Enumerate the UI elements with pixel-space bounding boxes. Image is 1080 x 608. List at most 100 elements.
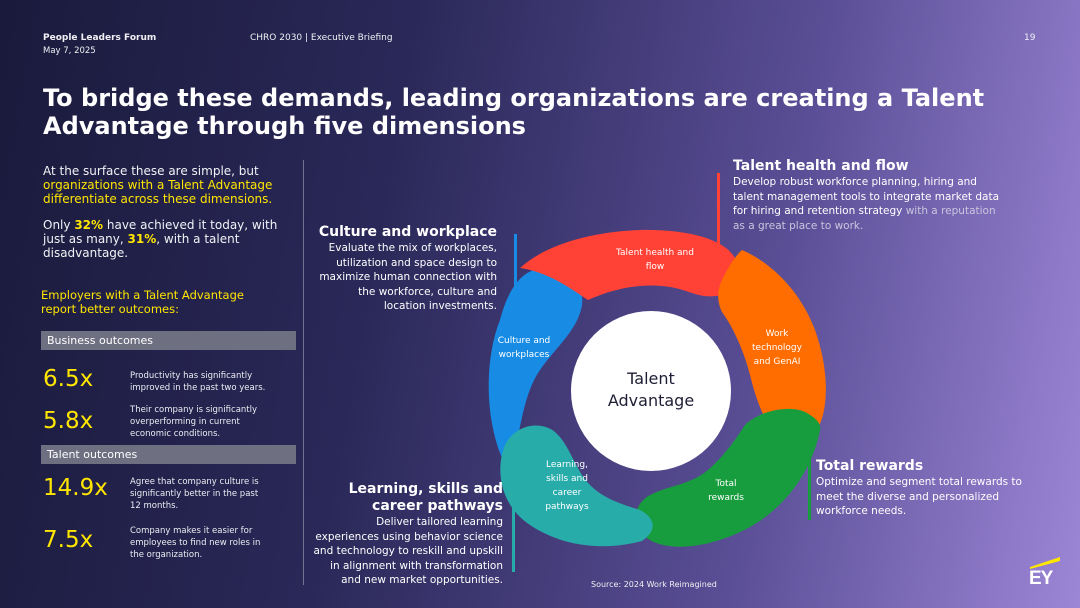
- rewards-callout-title: Total rewards: [816, 458, 924, 474]
- health-callout-line: [717, 173, 720, 265]
- ey-logo-text: EY: [1029, 568, 1053, 589]
- callout-line: and new market opportunities.: [341, 574, 503, 586]
- callout-line: experiences using behavior science: [315, 530, 503, 543]
- segment-label-rewards: Total rewards: [694, 477, 758, 505]
- intro-disadvantage: , with a talent: [156, 232, 240, 246]
- segment-label-health: Talent health and flow: [600, 246, 710, 274]
- segment-label-learning: Learning, skills and career pathways: [532, 458, 602, 514]
- employers-line: report better outcomes:: [41, 302, 179, 316]
- stat-desc-line: Productivity has significantly: [130, 371, 253, 381]
- learning-callout: Learning, skills and career pathways Del…: [300, 481, 503, 588]
- stat-description: Company makes it easier for employees to…: [130, 525, 275, 561]
- learning-callout-title: Learning, skills and: [348, 481, 503, 497]
- segment-label-line: Talent health and: [616, 248, 694, 258]
- rewards-callout: Total rewards Optimize and segment total…: [816, 458, 1036, 519]
- callout-line: meet the diverse and personalized: [816, 490, 1000, 503]
- stat-desc-line: Their company is significantly: [130, 405, 258, 415]
- intro-achieved: have achieved it today, with: [103, 218, 278, 232]
- callout-line: the workforce, culture and: [358, 285, 497, 298]
- stat-desc-line: the organization.: [130, 550, 203, 560]
- segment-label-line: Total: [715, 479, 737, 489]
- segment-label-line: and GenAI: [753, 357, 801, 367]
- employers-heading: Employers with a Talent Advantage report…: [41, 288, 301, 316]
- culture-callout: Culture and workplace Evaluate the mix o…: [300, 224, 497, 314]
- culture-callout-line: [514, 234, 517, 298]
- callout-line: workforce needs.: [816, 505, 907, 517]
- center-label-line: Advantage: [607, 391, 695, 410]
- culture-segment: [488, 267, 583, 464]
- slide-title-line2: Advantage through five dimensions: [43, 112, 526, 140]
- stat-desc-line: improved in the past two years.: [130, 383, 266, 393]
- segment-label-line: Work: [765, 329, 789, 339]
- callout-line: Evaluate the mix of workplaces,: [328, 242, 497, 254]
- callout-line: utilization and space design to: [336, 256, 497, 269]
- intro-stats: Only 32% have achieved it today, with ju…: [43, 218, 298, 260]
- callout-line: with a reputation: [902, 205, 996, 217]
- center-label-line: Talent: [627, 369, 675, 388]
- intro-highlight: differentiate across these dimensions.: [43, 192, 273, 206]
- slide-title-line1: To bridge these demands, leading organiz…: [43, 84, 985, 112]
- stat-value: 7.5x: [43, 527, 94, 553]
- intro-line: At the surface these are simple, but: [43, 164, 259, 178]
- intro-only: Only: [43, 218, 75, 232]
- culture-callout-title: Culture and workplace: [318, 224, 497, 240]
- segment-label-line: workplaces: [498, 350, 550, 360]
- source-note: Source: 2024 Work Reimagined: [591, 580, 717, 589]
- callout-line: Deliver tailored learning: [376, 516, 503, 528]
- callout-line: location investments.: [383, 300, 497, 312]
- stat-desc-line: 12 months.: [130, 501, 179, 511]
- column-divider: [303, 160, 304, 585]
- total-rewards-segment: [635, 408, 821, 547]
- callout-line: and technology to reskill and upskill: [313, 545, 503, 557]
- stat-desc-line: significantly better in the past: [130, 489, 259, 499]
- work-technology-segment: [718, 250, 826, 442]
- segment-label-line: rewards: [708, 493, 744, 503]
- learning-callout-title: career pathways: [372, 498, 503, 514]
- stat-desc-line: overperforming in current: [130, 417, 240, 427]
- talent-advantage-diagram: [488, 229, 826, 547]
- stat-desc-line: economic conditions.: [130, 429, 221, 439]
- callout-line: maximize human connection with: [319, 271, 497, 283]
- rewards-callout-line: [808, 458, 811, 520]
- segment-label-line: flow: [645, 262, 665, 272]
- stat-value: 5.8x: [43, 408, 94, 434]
- health-callout: Talent health and flow Develop robust wo…: [733, 158, 1033, 233]
- segment-label-line: technology: [752, 343, 802, 353]
- segment-label-work: Work technology and GenAI: [742, 327, 812, 369]
- page-number: 19: [1024, 33, 1036, 43]
- forum-name: People Leaders Forum: [43, 33, 157, 43]
- talent-health-segment: [520, 229, 740, 300]
- callout-line: talent management tools to integrate mar…: [733, 190, 1000, 203]
- stat-description: Agree that company culture is significan…: [130, 476, 275, 512]
- learning-callout-line: [512, 480, 515, 572]
- presentation-date: May 7, 2025: [43, 46, 96, 56]
- segment-label-line: career: [552, 488, 582, 498]
- callout-line: for hiring and retention strategy: [733, 205, 903, 217]
- center-circle: [571, 311, 731, 471]
- callout-line: in alignment with transformation: [330, 559, 503, 572]
- callout-line: Develop robust workforce planning, hirin…: [733, 176, 977, 188]
- intro-line: disadvantage.: [43, 246, 129, 260]
- business-outcomes-heading: Business outcomes: [41, 331, 296, 350]
- center-label: Talent Advantage: [571, 368, 731, 412]
- segment-label-line: Learning,: [546, 460, 588, 470]
- segment-label-line: pathways: [545, 502, 589, 512]
- stat-description: Productivity has significantly improved …: [130, 370, 275, 394]
- stat-description: Their company is significantly overperfo…: [130, 404, 275, 440]
- talent-outcomes-heading: Talent outcomes: [41, 445, 296, 464]
- stat-desc-line: Company makes it easier for: [130, 526, 253, 536]
- stat-desc-line: employees to find new roles in: [130, 538, 261, 548]
- ey-logo-beam-icon: [1030, 557, 1060, 569]
- stat-disadvantage-pct: 31%: [127, 232, 157, 246]
- segment-label-line: skills and: [546, 474, 588, 484]
- briefing-title: CHRO 2030 | Executive Briefing: [250, 33, 393, 43]
- stat-desc-line: Agree that company culture is: [130, 477, 259, 487]
- segment-label-line: Culture and: [497, 336, 551, 346]
- callout-line: as a great place to work.: [733, 219, 864, 232]
- employers-line: Employers with a Talent Advantage: [41, 288, 244, 302]
- slide-title: To bridge these demands, leading organiz…: [43, 84, 1003, 140]
- intro-just-as-many: just as many,: [43, 232, 128, 246]
- callout-line: Optimize and segment total rewards to: [816, 476, 1022, 488]
- stat-value: 14.9x: [43, 475, 108, 501]
- learning-segment: [500, 425, 653, 547]
